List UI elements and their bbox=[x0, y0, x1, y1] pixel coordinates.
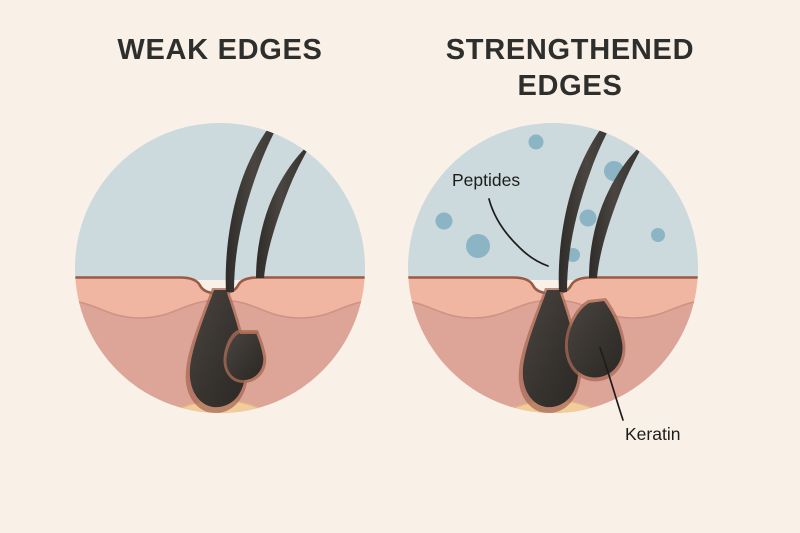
peptides-leader-line bbox=[488, 198, 549, 267]
peptide-dot bbox=[466, 234, 490, 258]
left-hair-shaft-primary bbox=[225, 123, 288, 292]
left-hair-shaft-secondary bbox=[256, 142, 312, 278]
air-layer bbox=[408, 123, 698, 280]
right-hair-shaft-primary bbox=[558, 123, 621, 292]
right-main-hair-bulb bbox=[522, 290, 579, 408]
left-detached-bulb bbox=[226, 333, 264, 381]
right-circle-contents bbox=[408, 123, 698, 413]
keratin-callout-label: Keratin bbox=[625, 424, 680, 444]
panel-title-weak-edges: WEAK EDGES bbox=[117, 34, 323, 66]
panel-title-strengthened-edges: STRENGTHENED EDGES bbox=[445, 34, 695, 102]
right-keratin-bulb bbox=[567, 301, 623, 378]
peptides-callout-label: Peptides bbox=[452, 170, 520, 190]
peptide-dot bbox=[579, 209, 597, 227]
left-circle-contents bbox=[75, 123, 365, 413]
peptide-dot bbox=[651, 228, 665, 242]
peptide-dot bbox=[435, 212, 453, 230]
peptide-dot bbox=[528, 134, 544, 150]
right-hair-shaft-secondary bbox=[589, 142, 645, 278]
keratin-leader-line bbox=[599, 347, 624, 421]
air-layer bbox=[75, 123, 365, 280]
panel-right-strengthened-edges: Peptides Keratin bbox=[408, 123, 698, 444]
panel-left-weak-edges bbox=[75, 123, 365, 413]
